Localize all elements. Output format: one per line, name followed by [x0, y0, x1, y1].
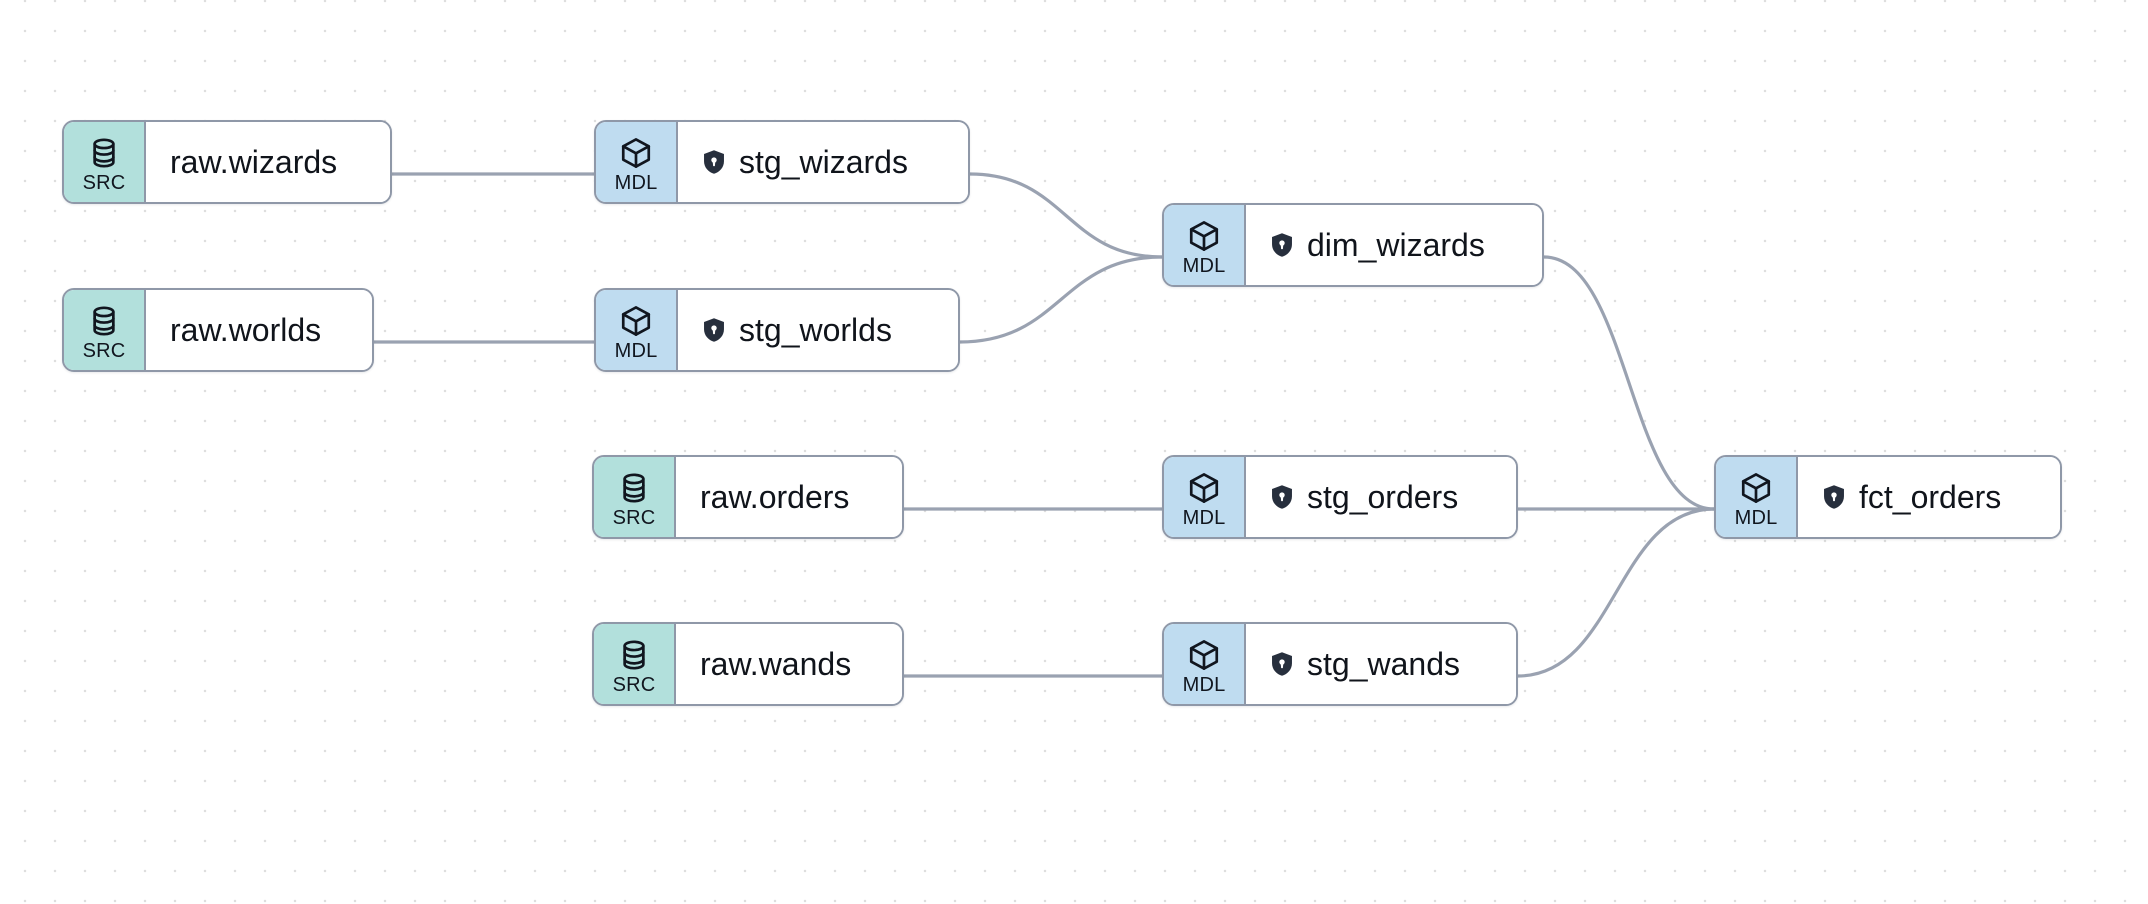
- node-label: fct_orders: [1859, 479, 2002, 515]
- node-type-badge-label: SRC: [612, 506, 656, 529]
- node-label: raw.worlds: [170, 312, 322, 348]
- node-type-badge-mdl: MDL: [596, 122, 678, 202]
- node-body: raw.worlds: [146, 290, 372, 370]
- node-type-badge-label: MDL: [1182, 254, 1226, 277]
- node-type-badge-label: MDL: [1182, 506, 1226, 529]
- node-label: raw.wizards: [170, 144, 338, 180]
- database-icon: [617, 638, 651, 672]
- shield-lock-icon: [1270, 651, 1294, 677]
- node-type-badge-src: SRC: [594, 624, 676, 704]
- cube-icon: [619, 304, 653, 338]
- node-type-badge-label: SRC: [82, 339, 126, 362]
- node-type-badge-label: SRC: [612, 673, 656, 696]
- shield-lock-icon: [702, 317, 726, 343]
- node-type-badge-mdl: MDL: [1164, 457, 1246, 537]
- node-type-badge-label: MDL: [614, 171, 658, 194]
- node-type-badge-label: SRC: [82, 171, 126, 194]
- node-type-badge-mdl: MDL: [1716, 457, 1798, 537]
- node-body: stg_wizards: [678, 122, 968, 202]
- node-label: stg_worlds: [739, 312, 892, 348]
- node-dim_wizards[interactable]: MDL dim_wizards: [1162, 203, 1544, 287]
- node-raw_worlds[interactable]: SRC raw.worlds: [62, 288, 374, 372]
- node-label: raw.wands: [700, 646, 852, 682]
- shield-lock-icon: [702, 149, 726, 175]
- database-icon: [87, 136, 121, 170]
- cube-icon: [1187, 471, 1221, 505]
- node-body: stg_wands: [1246, 624, 1516, 704]
- node-raw_orders[interactable]: SRC raw.orders: [592, 455, 904, 539]
- node-type-badge-mdl: MDL: [596, 290, 678, 370]
- cube-icon: [1187, 638, 1221, 672]
- database-icon: [617, 471, 651, 505]
- edge-stg_worlds-to-dim_wizards: [958, 255, 1164, 344]
- node-type-badge-label: MDL: [1182, 673, 1226, 696]
- shield-lock-icon: [1822, 484, 1846, 510]
- node-label: stg_wands: [1307, 646, 1460, 682]
- node-stg_orders[interactable]: MDL stg_orders: [1162, 455, 1518, 539]
- node-stg_wands[interactable]: MDL stg_wands: [1162, 622, 1518, 706]
- node-stg_wizards[interactable]: MDL stg_wizards: [594, 120, 970, 204]
- cube-icon: [1187, 219, 1221, 253]
- node-label: dim_wizards: [1307, 227, 1485, 263]
- edge-stg_wizards-to-dim_wizards: [968, 172, 1164, 259]
- node-body: stg_orders: [1246, 457, 1516, 537]
- node-fct_orders[interactable]: MDL fct_orders: [1714, 455, 2062, 539]
- node-type-badge-label: MDL: [614, 339, 658, 362]
- node-body: stg_worlds: [678, 290, 958, 370]
- shield-lock-icon: [1270, 484, 1294, 510]
- node-type-badge-src: SRC: [64, 122, 146, 202]
- node-body: raw.wizards: [146, 122, 390, 202]
- node-raw_wizards[interactable]: SRC raw.wizards: [62, 120, 392, 204]
- node-type-badge-label: MDL: [1734, 506, 1778, 529]
- node-type-badge-src: SRC: [594, 457, 676, 537]
- node-label: raw.orders: [700, 479, 850, 515]
- node-label: stg_orders: [1307, 479, 1459, 515]
- cube-icon: [619, 136, 653, 170]
- edge-dim_wizards-to-fct_orders: [1542, 255, 1716, 511]
- node-type-badge-src: SRC: [64, 290, 146, 370]
- shield-lock-icon: [1270, 232, 1294, 258]
- node-body: raw.orders: [676, 457, 902, 537]
- node-type-badge-mdl: MDL: [1164, 624, 1246, 704]
- edge-stg_wands-to-fct_orders: [1516, 507, 1716, 678]
- database-icon: [87, 304, 121, 338]
- node-type-badge-mdl: MDL: [1164, 205, 1246, 285]
- node-raw_wands[interactable]: SRC raw.wands: [592, 622, 904, 706]
- node-body: dim_wizards: [1246, 205, 1542, 285]
- node-label: stg_wizards: [739, 144, 908, 180]
- cube-icon: [1739, 471, 1773, 505]
- node-body: fct_orders: [1798, 457, 2060, 537]
- node-stg_worlds[interactable]: MDL stg_worlds: [594, 288, 960, 372]
- node-body: raw.wands: [676, 624, 902, 704]
